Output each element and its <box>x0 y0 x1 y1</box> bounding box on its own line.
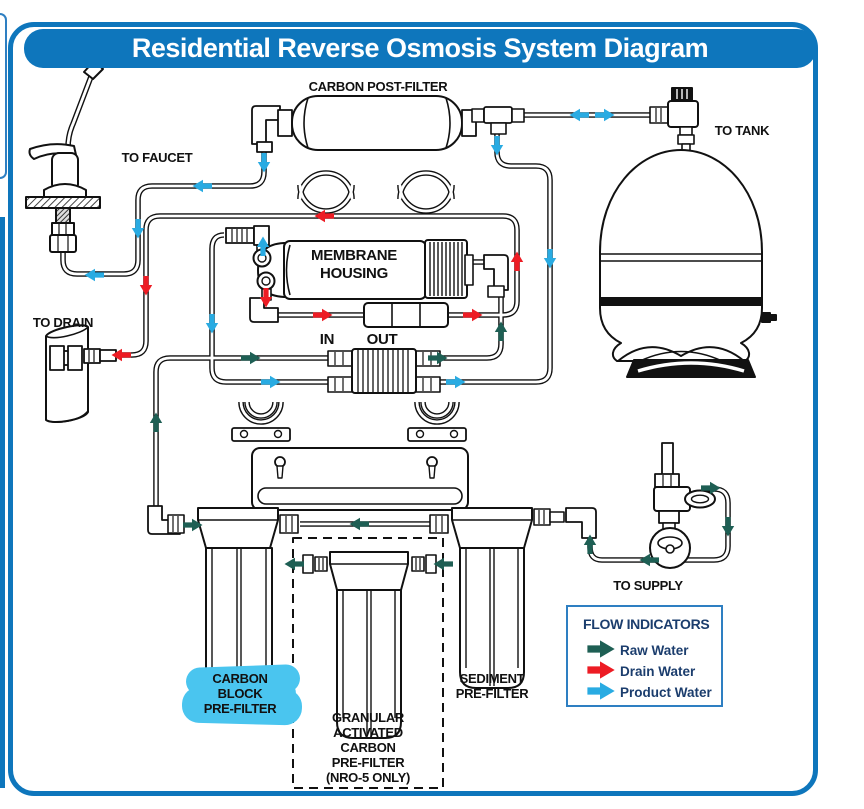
legend-title: FLOW INDICATORS <box>583 616 710 632</box>
page-border-frame <box>8 22 818 796</box>
drain-pipe <box>45 324 117 423</box>
tubing <box>61 73 730 562</box>
legend-item-drain-water: Drain Water <box>620 664 696 679</box>
label-membrane-housing-2: HOUSING <box>320 265 388 282</box>
title-bar: Residential Reverse Osmosis System Diagr… <box>24 29 816 68</box>
page-title: Residential Reverse Osmosis System Diagr… <box>131 33 709 63</box>
storage-tank <box>599 149 777 378</box>
flow-arrows <box>84 108 735 700</box>
label-to-drain: TO DRAIN <box>32 315 94 330</box>
label-valve-out: OUT <box>366 331 398 348</box>
label-gac-3: CARBON <box>340 740 396 755</box>
sediment-pre-filter <box>429 507 597 689</box>
membrane-housing <box>225 225 509 323</box>
flow-indicators-legend: FLOW INDICATORS Raw Water Drain Water Pr… <box>566 605 723 707</box>
label-carbon-block-2: BLOCK <box>217 686 263 701</box>
label-gac-4: PRE-FILTER <box>331 755 405 770</box>
flow-restrictor <box>363 302 449 328</box>
label-carbon-block-3: PRE-FILTER <box>203 701 277 716</box>
legend-item-product-water: Product Water <box>620 685 712 700</box>
label-carbon-post-filter: CARBON POST-FILTER <box>308 79 448 94</box>
label-gac-5: (NRO-5 ONLY) <box>325 770 411 785</box>
label-valve-in: IN <box>319 331 335 348</box>
label-carbon-block-1: CARBON <box>212 671 268 686</box>
carbon-post-filter <box>251 95 477 153</box>
supply-valve <box>649 442 716 569</box>
gac-pre-filter <box>292 537 444 789</box>
highlight-blob <box>181 664 303 726</box>
carbon-block-pre-filter <box>147 505 299 689</box>
tank-tee-fitting <box>471 106 525 135</box>
adjacent-page-bar <box>0 217 5 788</box>
label-to-faucet: TO FAUCET <box>121 150 193 165</box>
label-membrane-housing-1: MEMBRANE <box>311 247 397 264</box>
label-to-tank: TO TANK <box>714 123 770 138</box>
label-sediment-1: SEDIMENT <box>459 671 525 686</box>
label-to-supply: TO SUPPLY <box>613 578 683 593</box>
label-gac-1: GRANULAR <box>332 710 404 725</box>
pipe-clip-bases <box>231 427 467 442</box>
tank-ball-valve <box>649 87 699 153</box>
legend-item-raw-water: Raw Water <box>620 643 689 658</box>
mounting-bracket <box>251 447 469 511</box>
label-sediment-2: PRE-FILTER <box>455 686 529 701</box>
faucet <box>25 60 104 253</box>
adjacent-page-edge <box>0 13 7 179</box>
label-gac-2: ACTIVATED <box>333 725 403 740</box>
